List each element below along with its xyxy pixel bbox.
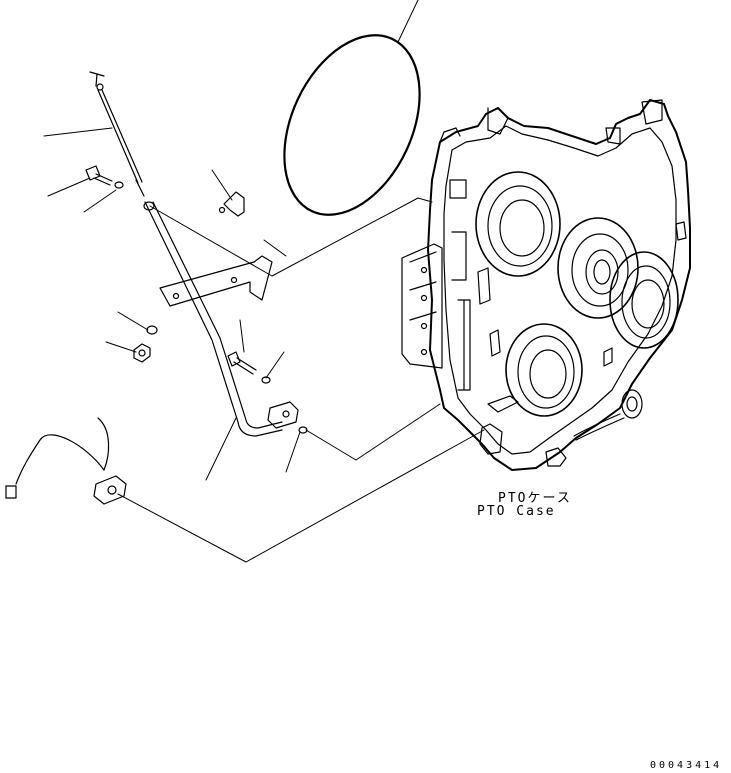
plug	[5, 485, 17, 499]
pto-case-label-en: PTO Case	[477, 504, 556, 519]
washer-2	[261, 376, 271, 384]
dipstick-gauge	[89, 71, 145, 197]
connector-block	[267, 401, 299, 429]
bracket	[159, 255, 273, 307]
pto-case	[401, 99, 691, 471]
sensor-cable	[15, 417, 110, 485]
gauge-tube	[143, 201, 283, 437]
lock-washer	[146, 325, 158, 335]
leader-lines	[43, 0, 485, 563]
bolt	[85, 165, 113, 186]
pto-case-label-jp: PTOケース	[498, 491, 572, 506]
o-ring	[283, 34, 421, 216]
sensor	[93, 475, 127, 505]
washer	[114, 181, 124, 189]
elbow-fitting	[218, 191, 245, 217]
document-code: 00043414	[650, 760, 723, 771]
nut	[133, 343, 151, 363]
bolt-2	[227, 351, 257, 375]
o-ring-small	[298, 426, 308, 434]
